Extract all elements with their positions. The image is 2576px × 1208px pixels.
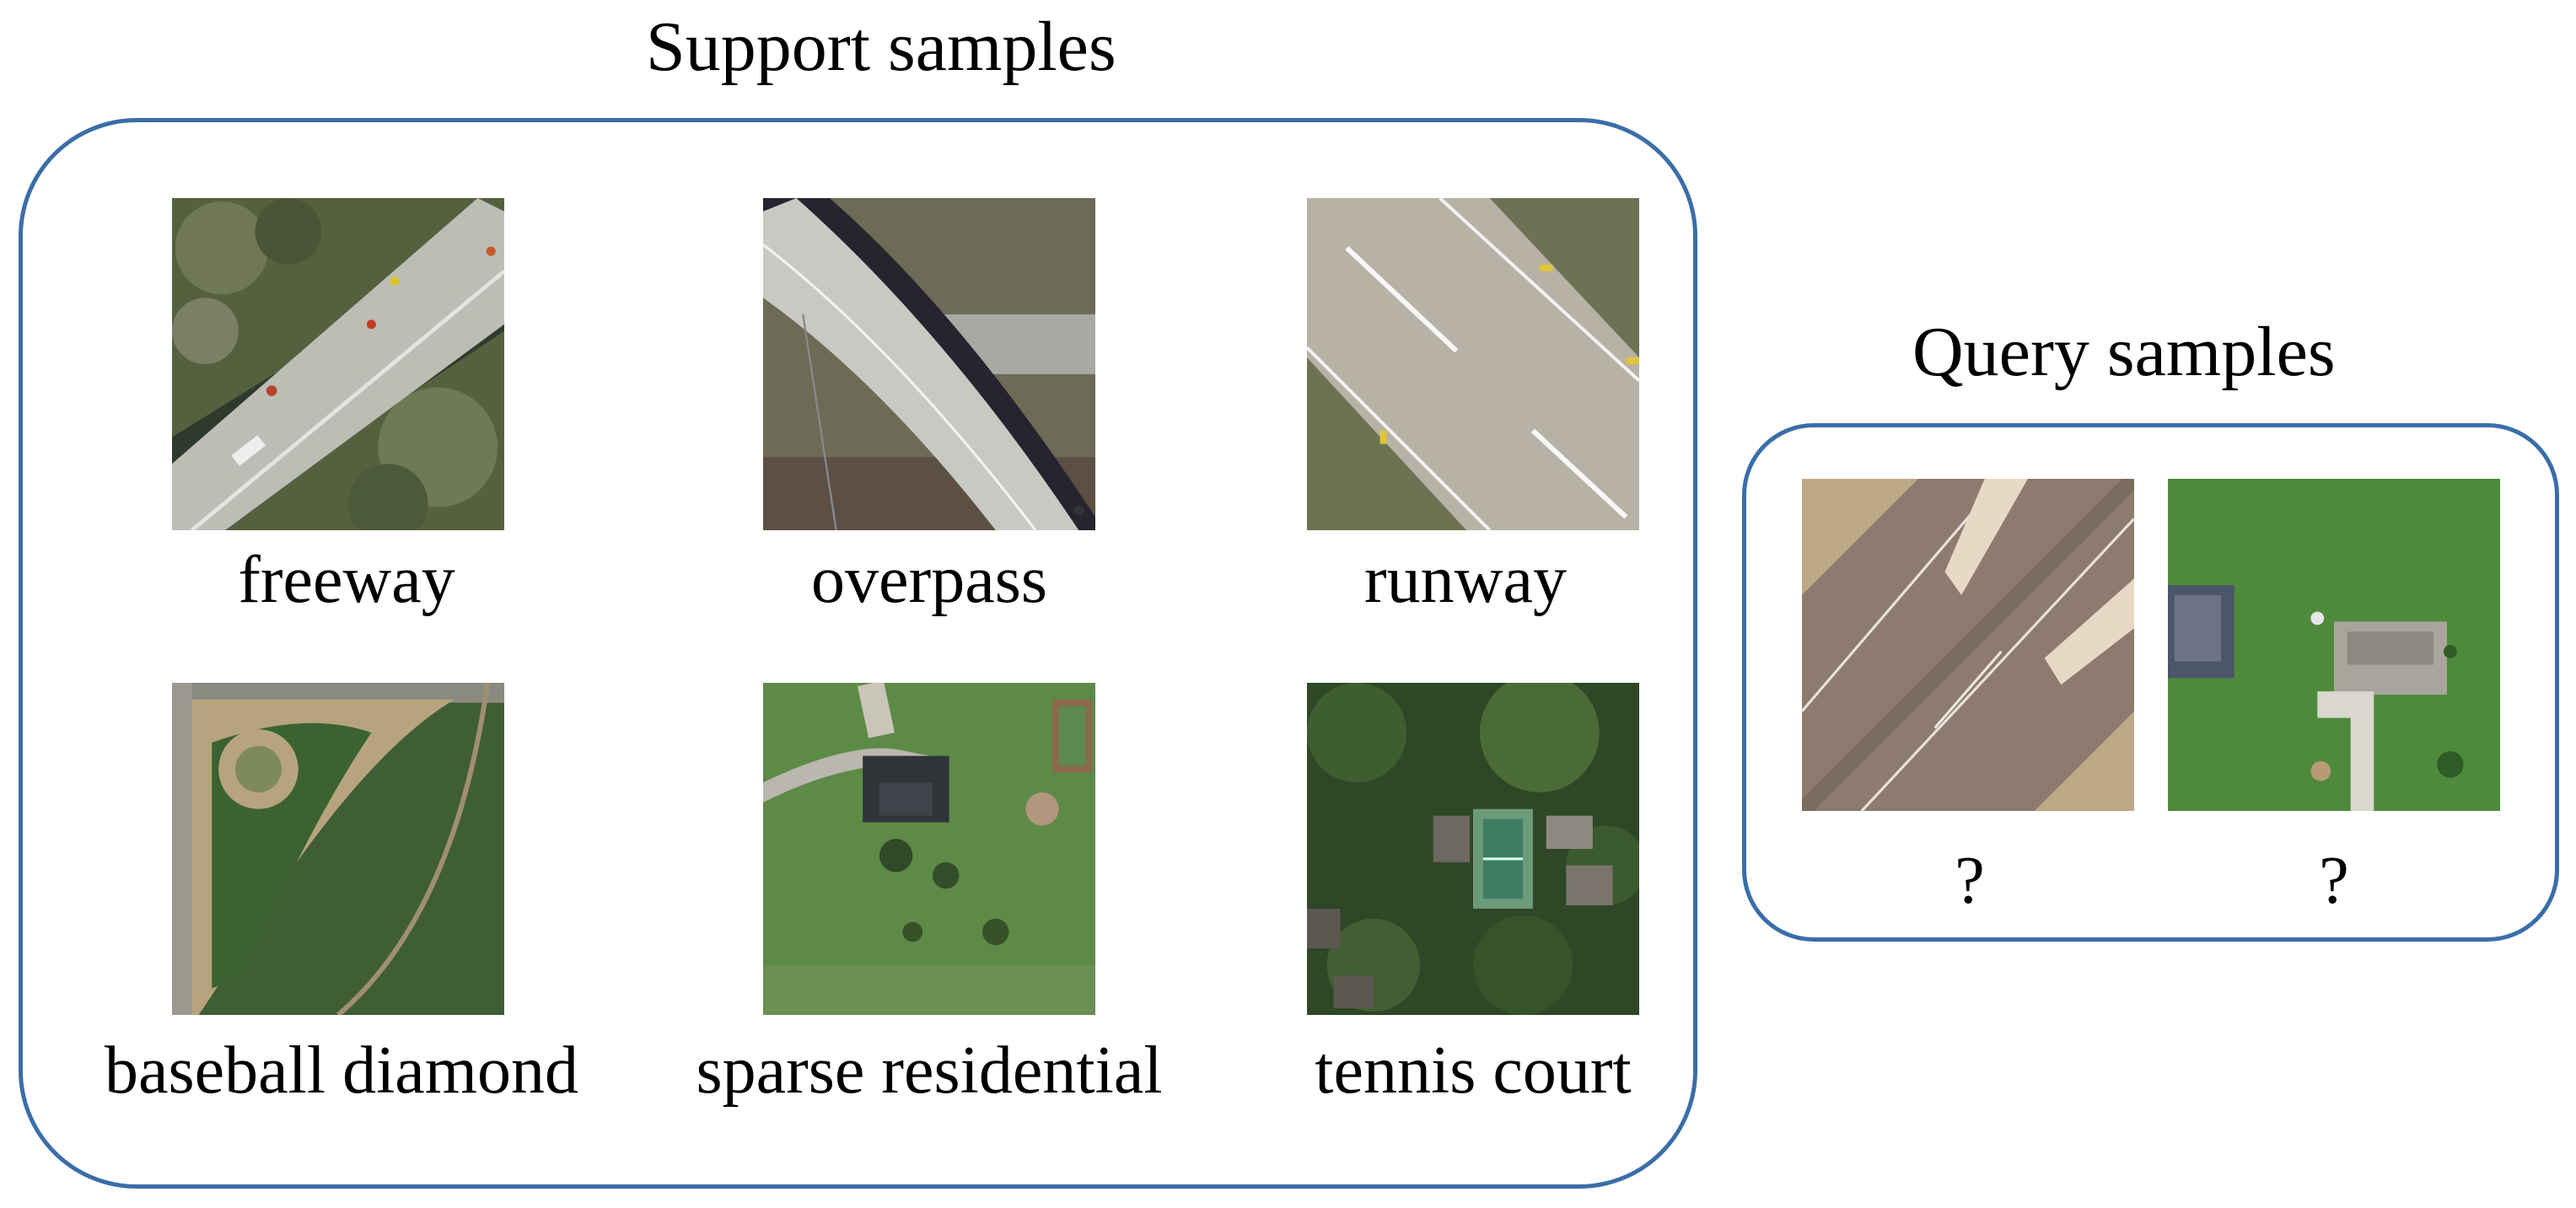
- baseball-diamond-image: [172, 683, 504, 1015]
- support-panel: [19, 118, 1697, 1189]
- support-title: Support samples: [646, 8, 1116, 86]
- query-image-2: [2168, 479, 2500, 811]
- query-label-1: ?: [1955, 844, 1985, 918]
- query-image-1: [1802, 479, 2134, 811]
- freeway-image: [172, 198, 504, 530]
- baseball-diamond-label: baseball diamond: [104, 1034, 579, 1108]
- query-label-2: ?: [2319, 844, 2349, 918]
- sparse-residential-label: sparse residential: [696, 1034, 1163, 1108]
- tennis-court-label: tennis court: [1315, 1034, 1632, 1108]
- tennis-court-image: [1307, 683, 1639, 1015]
- freeway-label: freeway: [238, 543, 455, 617]
- runway-image: [1307, 198, 1639, 530]
- overpass-image: [763, 198, 1095, 530]
- overpass-label: overpass: [811, 543, 1047, 617]
- sparse-residential-image: [763, 683, 1095, 1015]
- runway-label: runway: [1364, 543, 1567, 617]
- query-title: Query samples: [1912, 313, 2336, 391]
- query-panel: [1742, 423, 2559, 942]
